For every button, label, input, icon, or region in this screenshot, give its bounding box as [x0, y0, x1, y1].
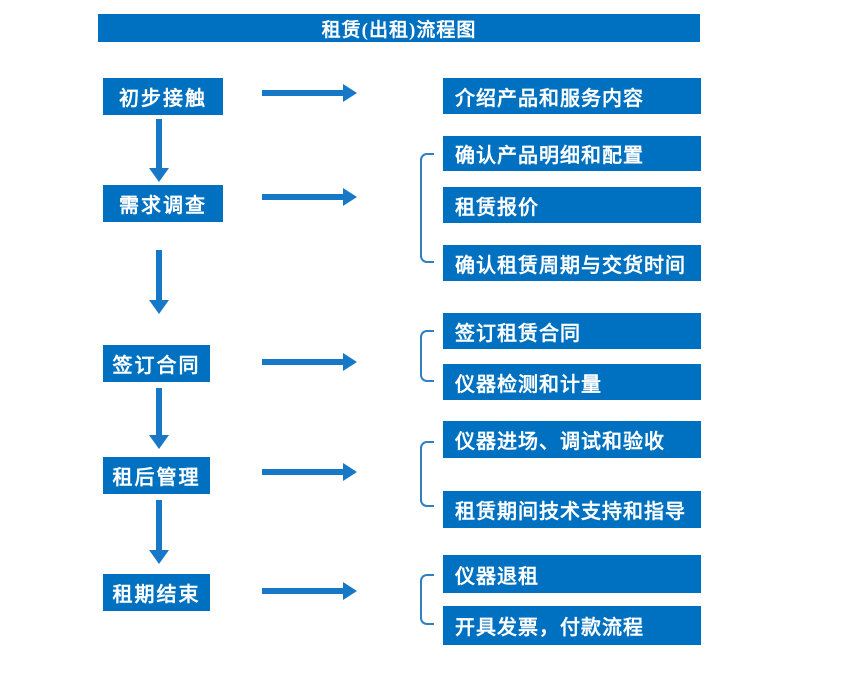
right-arrow-4	[262, 463, 357, 481]
right-arrow-shaft	[262, 359, 343, 365]
down-arrow-1	[148, 119, 170, 182]
right-arrow-shaft	[262, 194, 343, 200]
right-arrow-head-icon	[343, 188, 357, 206]
down-arrow-2	[148, 250, 170, 314]
group-bracket-post-rental	[420, 441, 434, 507]
detail-box-instrument-inspection: 仪器检测和计量	[443, 364, 701, 400]
group-bracket-sign-contract	[420, 330, 434, 382]
detail-box-introduce-products: 介绍产品和服务内容	[443, 78, 701, 114]
group-bracket-demand-survey	[420, 153, 434, 263]
right-arrow-1	[262, 84, 357, 102]
detail-box-sign-rental-contract: 签订租赁合同	[443, 313, 701, 349]
down-arrow-shaft	[156, 119, 162, 169]
detail-box-tech-support: 租赁期间技术支持和指导	[443, 491, 701, 528]
right-arrow-2	[262, 188, 357, 206]
detail-box-invoice-payment: 开具发票，付款流程	[443, 606, 701, 645]
right-arrow-head-icon	[343, 353, 357, 371]
flowchart-title: 租赁(出租)流程图	[98, 14, 700, 42]
right-arrow-3	[262, 353, 357, 371]
right-arrow-shaft	[262, 469, 343, 475]
right-arrow-head-icon	[343, 582, 357, 600]
down-arrow-4	[148, 500, 170, 564]
right-arrow-shaft	[262, 90, 343, 96]
stage-box-initial-contact: 初步接触	[103, 78, 223, 115]
down-arrow-shaft	[156, 388, 162, 436]
right-arrow-5	[262, 582, 357, 600]
down-arrow-shaft	[156, 250, 162, 301]
down-arrow-head-icon	[149, 300, 169, 314]
stage-box-post-rental-management: 租后管理	[103, 457, 210, 494]
down-arrow-head-icon	[149, 168, 169, 182]
detail-box-instrument-return: 仪器退租	[443, 555, 701, 593]
detail-box-rental-quote: 租赁报价	[443, 187, 701, 223]
stage-box-sign-contract: 签订合同	[103, 345, 210, 382]
right-arrow-shaft	[262, 588, 343, 594]
right-arrow-head-icon	[343, 84, 357, 102]
detail-box-instrument-setup: 仪器进场、调试和验收	[443, 421, 701, 458]
stage-box-demand-survey: 需求调查	[103, 185, 223, 222]
down-arrow-head-icon	[149, 550, 169, 564]
detail-box-confirm-details: 确认产品明细和配置	[443, 136, 701, 171]
down-arrow-head-icon	[149, 435, 169, 449]
down-arrow-3	[148, 388, 170, 449]
detail-box-confirm-period: 确认租赁周期与交货时间	[443, 245, 701, 281]
down-arrow-shaft	[156, 500, 162, 551]
stage-box-lease-end: 租期结束	[103, 574, 210, 611]
right-arrow-head-icon	[343, 463, 357, 481]
group-bracket-lease-end	[420, 574, 434, 625]
